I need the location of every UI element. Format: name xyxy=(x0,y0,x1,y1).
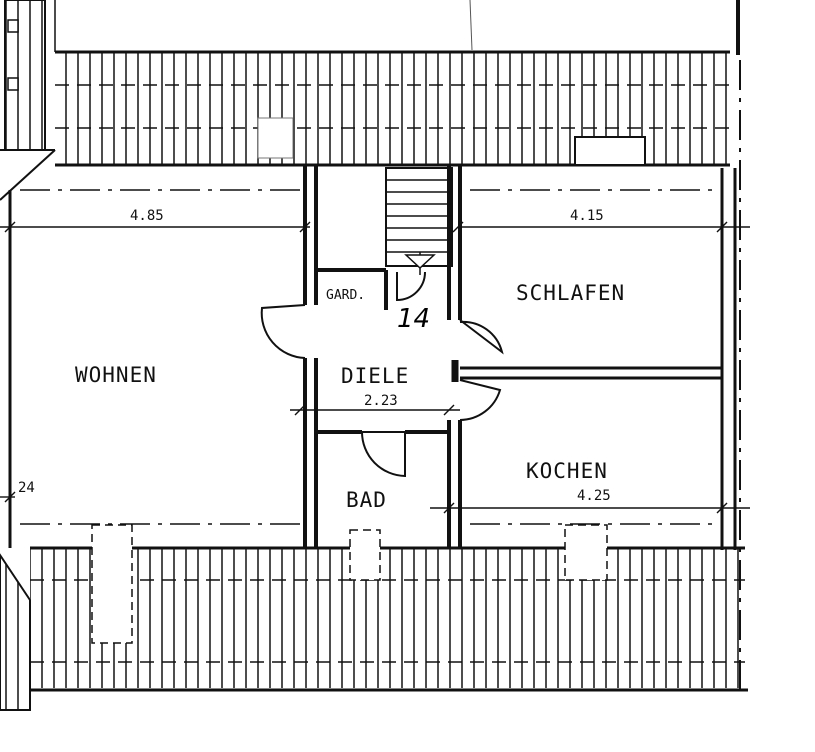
room-label-schlafen: SCHLAFEN xyxy=(516,281,625,305)
room-label-garderobe: GARD. xyxy=(326,288,365,303)
roof-top xyxy=(55,50,730,167)
dimension-schlafen: 4.15 xyxy=(570,208,604,224)
room-label-diele: DIELE xyxy=(341,364,409,388)
walls xyxy=(8,60,741,690)
dimension-wall: 24 xyxy=(18,480,35,496)
room-label-kochen: KOCHEN xyxy=(526,459,608,483)
stair-fragment-bottom-left xyxy=(0,553,31,711)
room-label-bad: BAD xyxy=(346,488,387,512)
staircase xyxy=(385,167,453,275)
room-label-wohnen: WOHNEN xyxy=(75,363,157,387)
doors xyxy=(260,271,504,478)
handwritten-mark: 14 xyxy=(397,304,430,334)
stair-fragment-left xyxy=(0,0,56,201)
dimension-diele: 2.23 xyxy=(364,393,398,409)
dimension-lines xyxy=(0,189,750,525)
roof-bottom xyxy=(30,524,748,692)
dimension-wohnen: 4.85 xyxy=(130,208,164,224)
dimension-kochen: 4.25 xyxy=(577,488,611,504)
